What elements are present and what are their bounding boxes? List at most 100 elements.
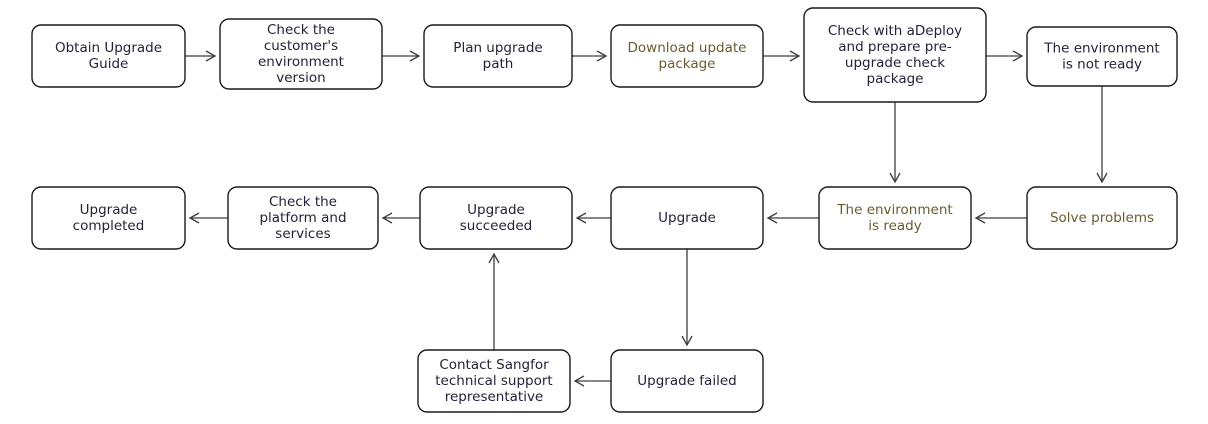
node-shape[interactable]	[423, 24, 573, 88]
edge-upgrade-to-succeeded	[575, 212, 611, 224]
node-label-line: Solve problems	[1050, 210, 1154, 226]
node-label-line: is ready	[868, 218, 921, 234]
node-shape[interactable]	[610, 24, 764, 88]
node-label-line: Upgrade	[467, 202, 525, 218]
node-label-line: Check the	[267, 22, 335, 38]
node-shape[interactable]	[31, 24, 186, 88]
node-label-line: platform and	[259, 210, 346, 226]
edge-check-version-to-plan	[382, 50, 421, 62]
edge-adeploy-to-ready	[889, 102, 901, 184]
node-label-line: Upgrade	[80, 202, 138, 218]
node-label: Solve problems	[1050, 210, 1154, 226]
arrowhead-right-icon	[205, 50, 217, 62]
node-solve-problems[interactable]: Solve problems	[1026, 186, 1178, 250]
node-label-line: package	[659, 56, 716, 72]
node-shape[interactable]	[419, 186, 573, 250]
arrowhead-right-icon	[596, 50, 608, 62]
arrowhead-left-icon	[974, 212, 986, 224]
arrowhead-down-icon	[889, 172, 901, 184]
node-shape[interactable]	[31, 186, 186, 250]
node-label-line: The environment	[1043, 41, 1159, 57]
node-label-line: environment	[258, 54, 344, 70]
node-label-line: services	[275, 226, 330, 242]
node-shape[interactable]	[610, 349, 764, 413]
node-shape[interactable]	[818, 186, 972, 250]
node-label-line: succeeded	[460, 218, 533, 234]
arrowhead-down-icon	[1096, 172, 1108, 184]
arrowhead-left-icon	[381, 212, 393, 224]
arrowhead-left-icon	[573, 375, 585, 387]
node-label-line: Download update	[628, 40, 747, 56]
node-label-line: Contact Sangfor	[439, 357, 549, 373]
edge-download-to-adeploy	[763, 50, 801, 62]
edge-plan-to-download	[572, 50, 608, 62]
node-label-line: Obtain Upgrade	[55, 40, 162, 56]
node-label-line: technical support	[435, 373, 552, 389]
node-upgrade[interactable]: Upgrade	[610, 186, 764, 250]
node-shape[interactable]	[610, 186, 764, 250]
edge-failed-to-contact	[573, 375, 611, 387]
arrowhead-right-icon	[789, 50, 801, 62]
node-shape[interactable]	[417, 349, 571, 413]
node-shape[interactable]	[227, 186, 379, 250]
arrowhead-left-icon	[766, 212, 778, 224]
edge-adeploy-to-not-ready	[986, 50, 1024, 62]
node-shape[interactable]	[803, 7, 987, 103]
edge-check-platform-to-completed	[188, 212, 228, 224]
node-label-line: is not ready	[1062, 57, 1142, 73]
edge-contact-to-succeeded	[488, 252, 500, 350]
node-label-line: The environment	[836, 202, 952, 218]
node-label-line: representative	[445, 389, 544, 405]
edge-ready-to-upgrade	[766, 212, 819, 224]
arrowhead-right-icon	[1012, 50, 1024, 62]
node-label-line: Check the	[269, 194, 337, 210]
arrowhead-left-icon	[575, 212, 587, 224]
edge-guide-to-check-version	[185, 50, 217, 62]
edge-not-ready-to-solve	[1096, 86, 1108, 184]
node-label-line: package	[867, 71, 924, 87]
node-shape[interactable]	[219, 18, 383, 90]
node-shape[interactable]	[1026, 186, 1178, 250]
edges-layer	[185, 50, 1108, 387]
node-label-line: Upgrade	[658, 210, 716, 226]
node-label-line: and prepare pre-	[838, 39, 952, 55]
node-label-line: Check with aDeploy	[828, 23, 962, 39]
edge-upgrade-to-failed	[681, 249, 693, 347]
edge-succeeded-to-check-platform	[381, 212, 420, 224]
node-upgrade-failed[interactable]: Upgrade failed	[610, 349, 764, 413]
arrowhead-up-icon	[488, 252, 500, 264]
node-label-line: upgrade check	[845, 55, 945, 71]
edge-solve-to-ready	[974, 212, 1027, 224]
node-shape[interactable]	[1026, 26, 1178, 87]
node-label-line: Plan upgrade	[453, 40, 542, 56]
node-label: Upgrade failed	[637, 373, 736, 389]
node-label-line: Upgrade failed	[637, 373, 736, 389]
node-label-line: customer's	[264, 38, 338, 54]
arrowhead-right-icon	[409, 50, 421, 62]
arrowhead-left-icon	[188, 212, 200, 224]
node-label-line: version	[276, 70, 325, 86]
node-label: Upgrade	[658, 210, 716, 226]
